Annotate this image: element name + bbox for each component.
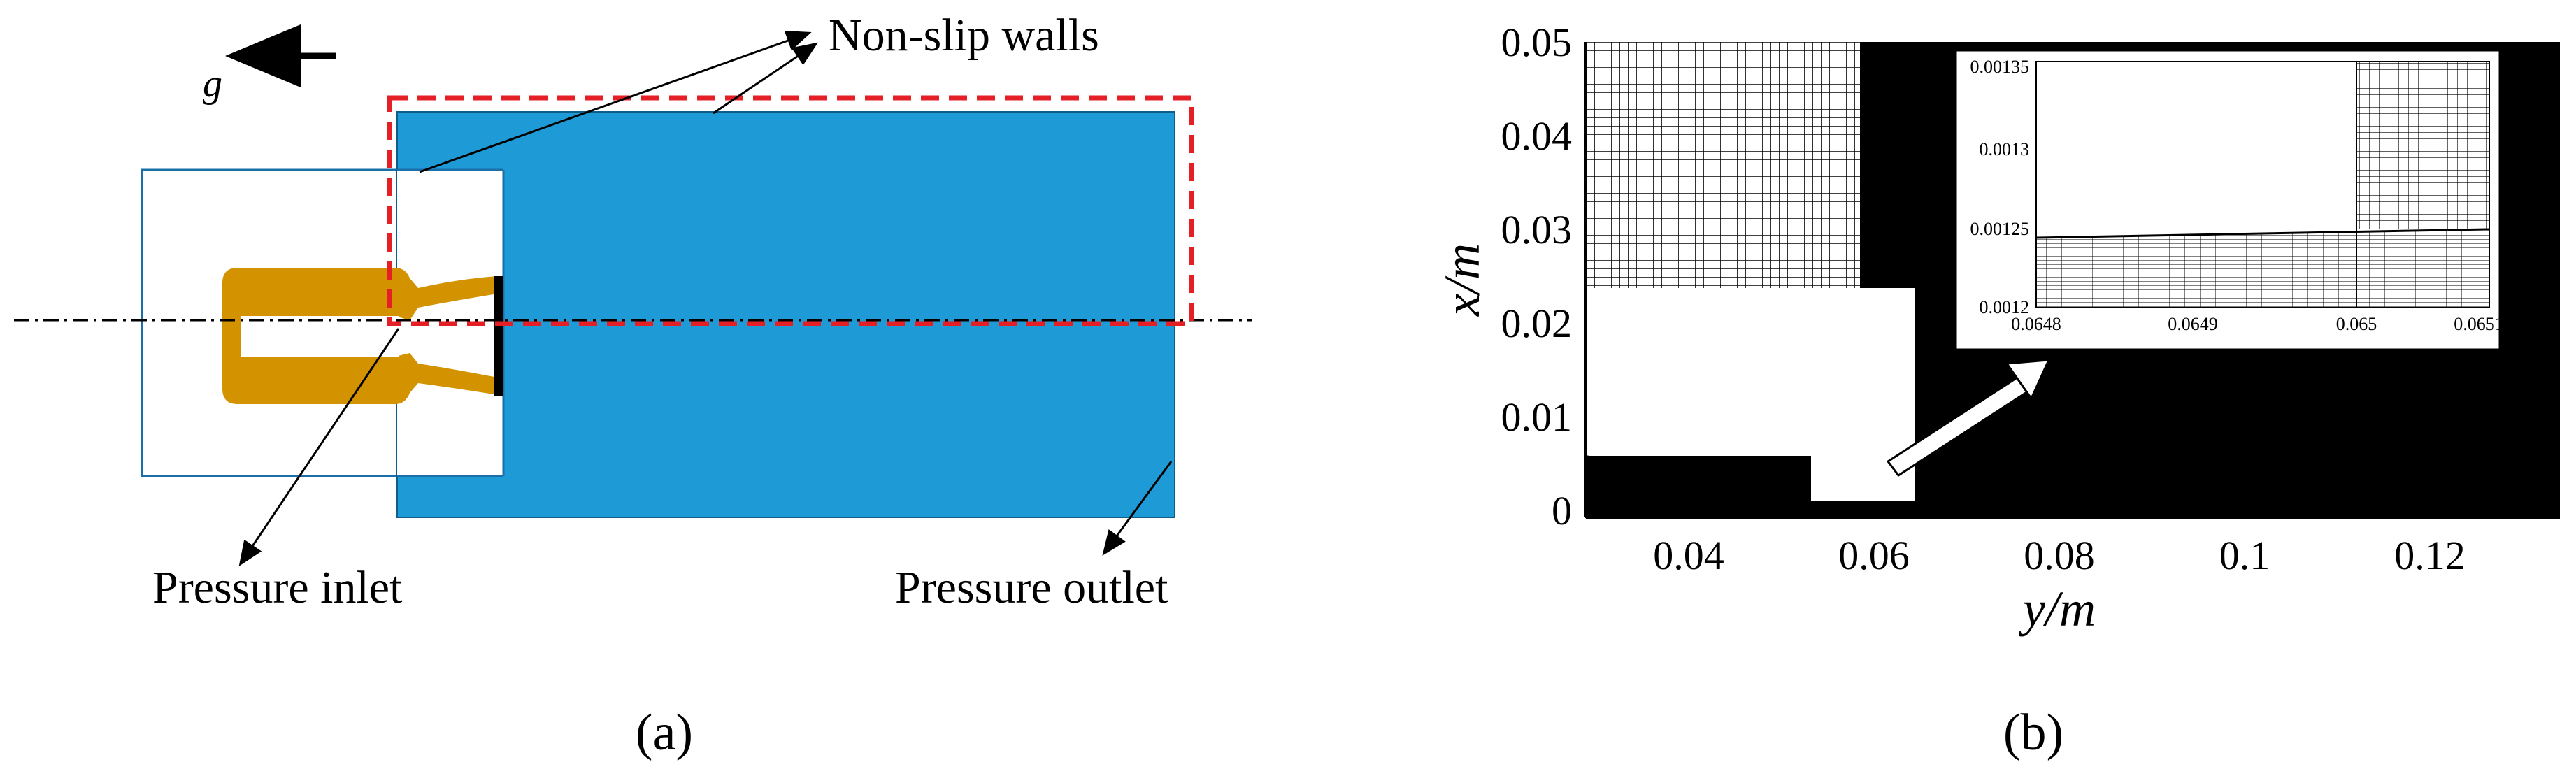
panel-b: 0.00135 0.0013 0.00125 0.0012 0.0648 0.0…	[1434, 20, 2560, 761]
nozzle	[222, 268, 503, 404]
mesh-inset	[1954, 49, 2501, 351]
nozzle-solid-region	[1586, 288, 1915, 456]
caption-b: (b)	[2003, 704, 2063, 761]
xtick-4: 0.12	[2394, 533, 2466, 578]
zoom-region-box	[387, 95, 1194, 326]
inset-ytick-0: 0.00135	[1970, 57, 2030, 77]
xtick-1: 0.06	[1838, 533, 1910, 578]
y-axis-label: x/m	[1434, 243, 1490, 317]
ytick-1: 0.04	[1501, 113, 1573, 159]
ytick-2: 0.03	[1501, 207, 1573, 252]
inset-ytick-1: 0.0013	[1980, 139, 2030, 159]
non-slip-arrow-2	[713, 42, 818, 115]
inset-xtick-0: 0.0648	[2011, 314, 2061, 334]
ytick-5: 0	[1552, 488, 1572, 533]
label-pressure-outlet: Pressure outlet	[895, 562, 1168, 613]
inset-mesh-upper	[2356, 62, 2489, 229]
inset-mesh-lower	[2035, 228, 2490, 308]
non-slip-arrow-1	[419, 30, 812, 173]
caption-a: (a)	[636, 704, 693, 761]
inset-ytick-3: 0.0012	[1980, 297, 2030, 317]
inset-wall-line	[2035, 228, 2490, 239]
mesh-upper-mid	[1880, 42, 1953, 126]
panel-a: g Non-slip walls Pressure inlet Pressure…	[14, 10, 1252, 761]
pressure-inlet-arrow	[238, 328, 400, 566]
gravity-label: g	[203, 62, 222, 106]
xtick-2: 0.08	[2024, 533, 2095, 578]
inset-xtick-1: 0.0649	[2168, 314, 2218, 334]
ytick-4: 0.01	[1501, 394, 1573, 440]
label-non-slip-walls: Non-slip walls	[829, 10, 1099, 61]
ytick-3: 0.02	[1501, 301, 1573, 346]
zoom-arrow	[1886, 359, 2051, 477]
mesh-upper-left-dense	[1860, 42, 1880, 288]
inset-ytick-2: 0.00125	[1970, 219, 2030, 239]
computational-domain	[396, 111, 1175, 518]
label-pressure-inlet: Pressure inlet	[152, 562, 402, 613]
inset-xtick-3: 0.0651	[2454, 314, 2504, 334]
xtick-3: 0.1	[2219, 533, 2270, 578]
xtick-0: 0.04	[1653, 533, 1724, 578]
ytick-0: 0.05	[1501, 20, 1573, 65]
x-axis-label: y/m	[2018, 581, 2096, 637]
mesh-wedge-top	[1586, 456, 1811, 505]
pressure-outlet-arrow	[1102, 461, 1173, 556]
inset-xtick-2: 0.065	[2336, 314, 2377, 334]
mesh-upper-left-grid	[1586, 42, 1880, 288]
